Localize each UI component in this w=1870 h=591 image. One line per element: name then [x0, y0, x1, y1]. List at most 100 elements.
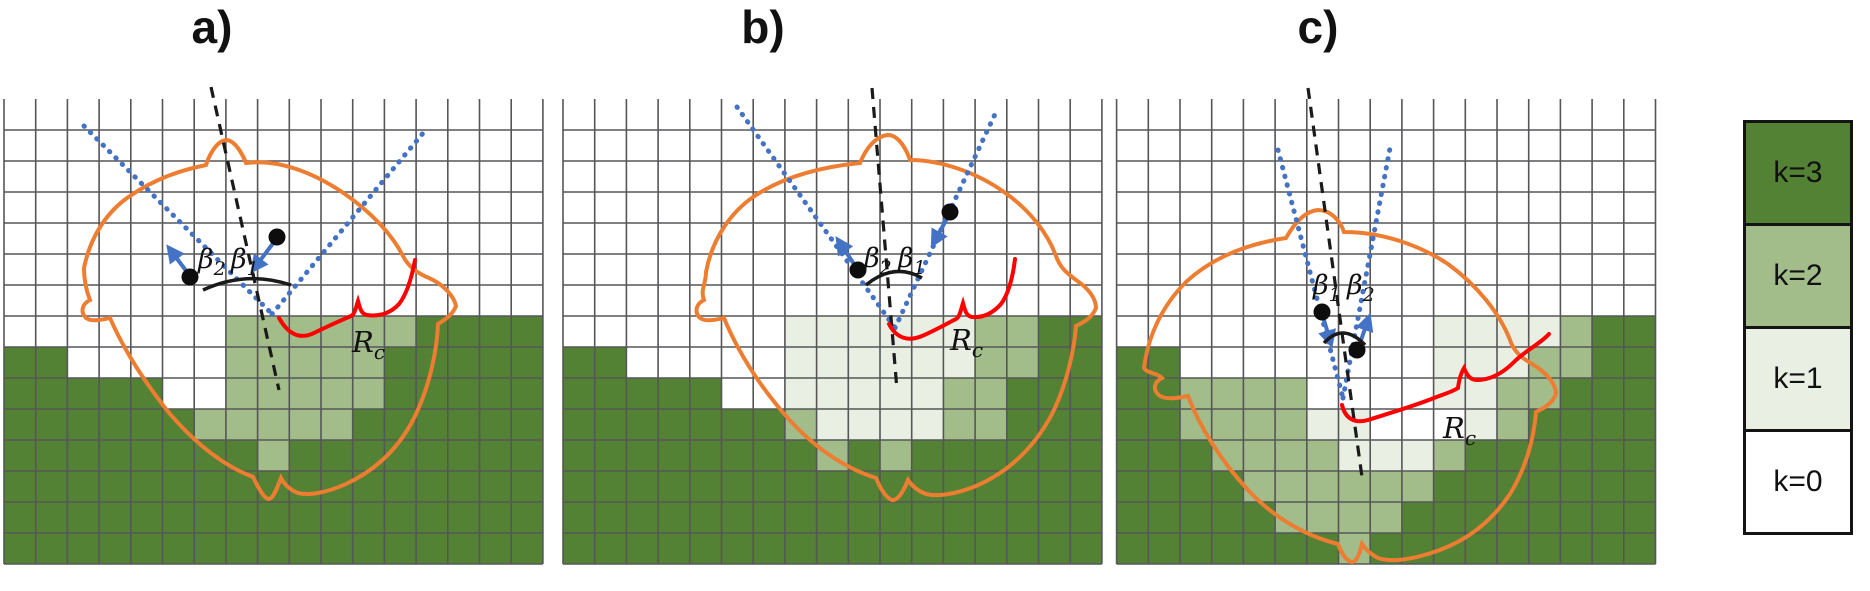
grid-cell-k3: [658, 502, 690, 533]
grid-cell-k3: [1560, 471, 1593, 502]
grid-cell-k3: [1070, 378, 1102, 409]
grid-cell-k2: [1560, 316, 1593, 347]
grid-cell-k2: [1243, 409, 1276, 440]
grid-cell-k3: [289, 502, 321, 533]
grid-cell-k3: [1038, 440, 1071, 471]
grid-cell-k3: [689, 533, 722, 564]
grid-cell-k1: [784, 316, 817, 347]
grid-cell-k2: [1497, 378, 1529, 409]
grid-cell-k3: [1038, 533, 1071, 564]
grid-cell-k3: [1623, 378, 1656, 409]
grid-cell-k3: [416, 533, 448, 564]
grid-cell-k3: [352, 502, 385, 533]
grid-cell-k1: [943, 347, 976, 378]
grid-cell-k3: [880, 533, 912, 564]
angle-arc: [864, 269, 923, 287]
grid-cell-k3: [1592, 533, 1624, 564]
grid-cell-k2: [257, 440, 290, 471]
grid-cell-k3: [67, 409, 100, 440]
grid-cell-k3: [594, 471, 627, 502]
radius-brace: [887, 257, 1017, 341]
grid-cell-k3: [416, 471, 448, 502]
grid-cell-k1: [911, 378, 944, 409]
grid-cell-k3: [975, 502, 1007, 533]
grid-cell-k3: [1623, 533, 1656, 564]
grid-cell-k3: [384, 533, 417, 564]
grid-cell-k3: [67, 440, 100, 471]
grid-cell-k3: [1070, 409, 1102, 440]
heading-dashed-line: [1306, 87, 1364, 478]
grid-cell-k3: [1148, 471, 1180, 502]
grid-cell-k3: [4, 502, 36, 533]
grid-cell-k3: [1070, 471, 1102, 502]
grid-cell-k3: [753, 533, 785, 564]
grid-cell-k3: [130, 471, 163, 502]
grid-cell-k2: [289, 347, 321, 378]
grid-cell-k1: [816, 347, 849, 378]
grid-cell-k3: [1623, 316, 1656, 347]
sensor-ray-left: [1275, 147, 1346, 401]
grid-cell-k3: [67, 533, 100, 564]
grid-cell-k1: [816, 316, 849, 347]
grid-cell-k3: [479, 347, 512, 378]
grid-cell-k3: [1148, 533, 1180, 564]
measurement-point: [849, 261, 867, 279]
grid-cell-k1: [1528, 316, 1561, 347]
grid-cell-k3: [689, 502, 722, 533]
grid-cell-k3: [35, 440, 68, 471]
grid-cell-k3: [975, 440, 1007, 471]
grid-cell-k2: [1433, 440, 1466, 471]
grid-cell-k3: [99, 502, 131, 533]
grid-cell-k3: [1465, 440, 1497, 471]
grid-cell-k3: [626, 378, 659, 409]
grid-cell-k3: [753, 440, 785, 471]
grid-cell-k2: [194, 409, 226, 440]
grid-cell-k2: [1338, 502, 1371, 533]
grid-cell-k3: [753, 502, 785, 533]
grid-cell-k3: [35, 347, 68, 378]
grid-cell-k3: [594, 409, 627, 440]
grid-cell-k2: [1243, 378, 1276, 409]
grid-cell-k3: [447, 378, 480, 409]
grid-cell-k3: [321, 533, 353, 564]
grid-cell-k1: [848, 316, 880, 347]
beta2-label: β2: [863, 243, 892, 279]
grid-cell-k2: [943, 378, 976, 409]
grid-cell-k3: [848, 440, 880, 471]
legend-item-k1: k=1: [1746, 326, 1850, 429]
grid-cell-k3: [1275, 533, 1307, 564]
grid-cell-k3: [130, 502, 163, 533]
grid-cell-k2: [1006, 316, 1039, 347]
grid-cell-k3: [321, 440, 353, 471]
grid-cell-k1: [784, 378, 817, 409]
grid-cell-k3: [162, 533, 195, 564]
grid-cell-k3: [689, 378, 722, 409]
grid-cell-k3: [1116, 471, 1149, 502]
grid-cell-k3: [384, 378, 417, 409]
grid-cell-k3: [626, 502, 659, 533]
grid-cell-k2: [1243, 440, 1276, 471]
grid-cell-k3: [721, 409, 754, 440]
grid-cell-k3: [67, 378, 100, 409]
grid-cell-k3: [563, 440, 595, 471]
grid-cell-k3: [1560, 409, 1593, 440]
grid-cell-k3: [511, 533, 543, 564]
grid-cell-k3: [658, 533, 690, 564]
grid-cell-k3: [1038, 316, 1071, 347]
legend: k=3 k=2 k=1 k=0: [1743, 120, 1853, 535]
grid-cell-k2: [1370, 471, 1402, 502]
grid-cell-k3: [1433, 502, 1466, 533]
grid-cell-k3: [416, 502, 448, 533]
grid-cell-k3: [1528, 440, 1561, 471]
grid-cell-k2: [1180, 378, 1212, 409]
grid-cell-k3: [1243, 533, 1276, 564]
measurement-point: [268, 228, 286, 246]
grid-cell-k2: [784, 409, 817, 440]
grid-cell-k3: [479, 316, 512, 347]
grid-cell-k3: [1560, 502, 1593, 533]
grid-cell-k3: [384, 502, 417, 533]
grid-cell-k3: [479, 533, 512, 564]
grid-cell-k3: [225, 502, 258, 533]
